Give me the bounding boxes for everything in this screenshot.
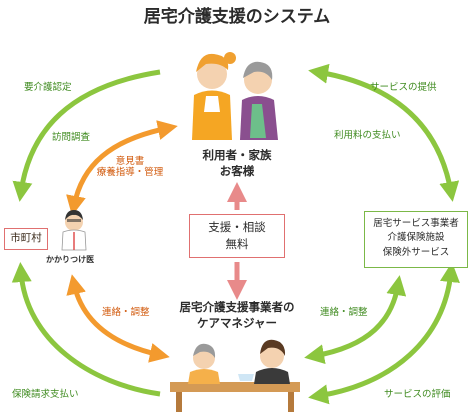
label-opinion-line1: 意見書: [115, 156, 145, 167]
node-user-family-line1: 利用者・家族: [202, 148, 272, 162]
page-title: 居宅介護支援のシステム: [143, 7, 331, 27]
arrow-liaison-left: [66, 274, 170, 363]
node-caremanager-line2: ケアマネジャー: [197, 315, 277, 330]
node-support-line2: 無料: [225, 236, 249, 251]
node-user-family: 利用者・家族 お客様: [177, 148, 297, 179]
node-caremanager: 居宅介護支援事業者の ケアマネジャー: [167, 300, 307, 331]
arrow-service-provision: [308, 63, 460, 202]
node-city-label: 市町村: [10, 232, 42, 244]
node-support: 支援・相談 無料: [189, 214, 285, 258]
arrow-liaison-right: [304, 275, 407, 365]
arrow-opinion: [66, 120, 178, 216]
label-care-cert: 要介護認定: [24, 82, 72, 93]
node-caremanager-line1: 居宅介護支援事業者の: [179, 300, 295, 314]
node-support-line1: 支援・相談: [208, 220, 266, 234]
node-services-line3: 保険外サービス: [382, 246, 450, 258]
label-liaison-right: 連絡・調整: [320, 307, 368, 318]
node-services: 居宅サービス事業者 介護保険施設 保険外サービス: [364, 211, 468, 268]
label-opinion-line2: 療養指導・管理: [96, 167, 164, 179]
label-fee-payment: 利用料の支払い: [334, 130, 401, 141]
arrow-care-cert: [12, 69, 161, 202]
label-opinion: 意見書 療養指導・管理: [90, 156, 170, 179]
label-insurance-claim: 保険請求支払い: [12, 389, 79, 400]
label-service-eval: サービスの評価: [384, 389, 451, 400]
node-doctor-label: かかりつけ医: [46, 255, 95, 264]
care-meeting-illustration: [170, 339, 300, 412]
node-services-line2: 介護保険施設: [387, 232, 445, 244]
doctor-illustration: [61, 210, 87, 251]
label-service-provision: サービスの提供: [370, 82, 437, 93]
label-liaison-left: 連絡・調整: [102, 307, 150, 318]
arrow-service-eval: [308, 262, 460, 405]
node-services-line1: 居宅サービス事業者: [373, 218, 459, 229]
user-family-illustration: [192, 52, 278, 140]
label-visit: 訪問調査: [52, 132, 91, 143]
arrow-insurance-claim: [11, 262, 161, 397]
node-city: 市町村: [4, 228, 48, 250]
node-user-family-line2: お客様: [219, 163, 255, 178]
